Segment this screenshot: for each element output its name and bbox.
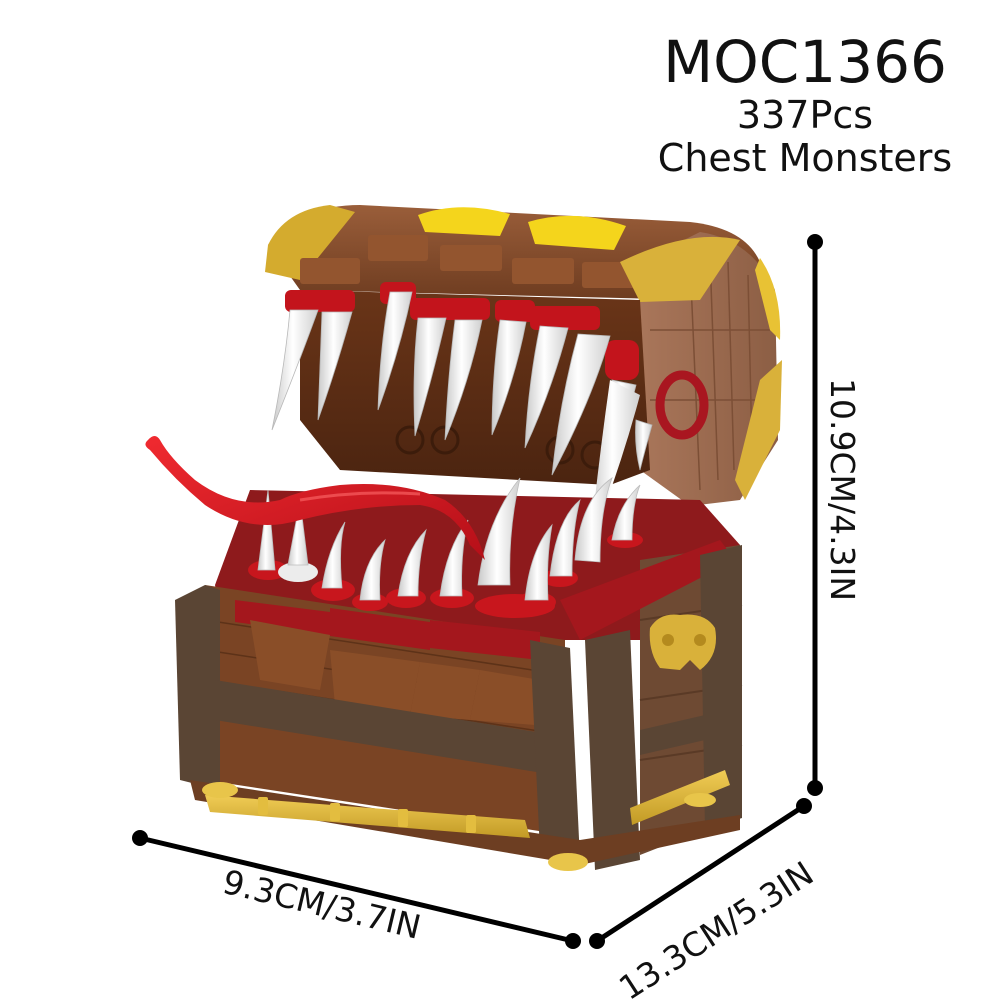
product-name: Chest Monsters — [657, 136, 953, 180]
depth-dimension-line — [589, 798, 812, 949]
piece-count: 337Pcs — [736, 93, 874, 137]
chest-base — [145, 436, 743, 871]
height-dimension-label: 10.9CM/4.3IN — [823, 378, 862, 602]
product-title-block: MOC1366 337Pcs Chest Monsters — [620, 30, 990, 180]
width-dimension-line — [132, 830, 581, 949]
product-code: MOC1366 — [663, 28, 947, 96]
chest-lid — [265, 205, 782, 545]
height-dimension-line — [807, 234, 823, 796]
